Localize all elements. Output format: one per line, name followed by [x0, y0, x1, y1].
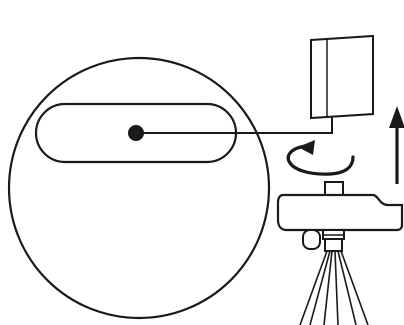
tripod-legs	[299, 250, 369, 325]
zoom-circle	[7, 56, 271, 320]
up-arrow-icon	[389, 106, 404, 184]
tripod-head	[276, 181, 404, 252]
card-panel	[310, 34, 374, 120]
connector-line	[136, 116, 333, 134]
rotate-arrow-icon	[286, 140, 355, 176]
